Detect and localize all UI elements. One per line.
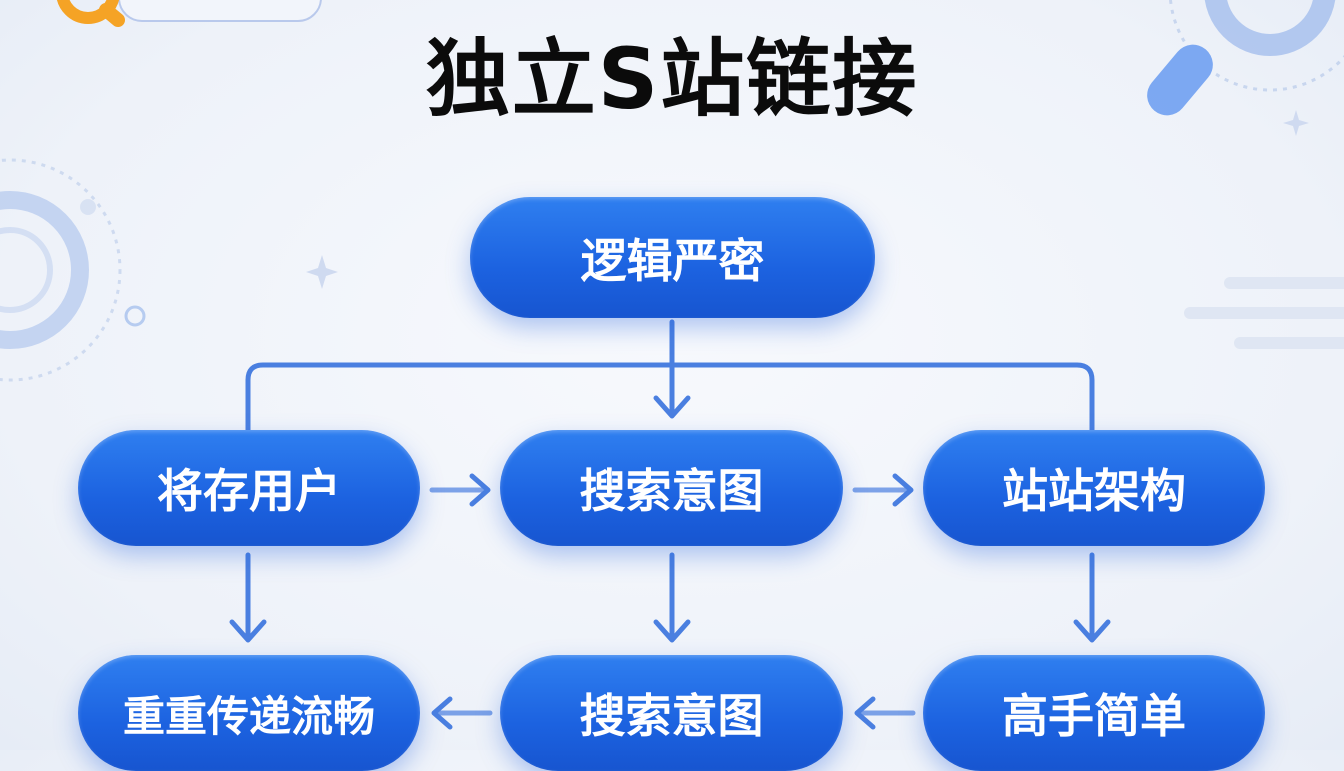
lines-decoration: [1184, 277, 1344, 349]
arrow-right-1: [429, 473, 491, 507]
connectors: [229, 319, 1111, 730]
node-row2-3: 高手简单: [923, 655, 1265, 771]
decorations: [0, 0, 1344, 382]
node-row2-1: 重重传递流畅: [78, 655, 420, 771]
sparkle-icon: [306, 110, 1309, 289]
node-top: 逻辑严密: [470, 197, 875, 318]
gear-right-icon: [1147, 0, 1344, 116]
page-title: 独立S站链接: [425, 30, 919, 128]
node-row2-2: 搜索意图: [500, 655, 843, 771]
arrow-down-right: [1073, 552, 1111, 643]
arrow-left-1: [431, 696, 493, 730]
node-row1-1: 将存用户: [78, 430, 420, 546]
arrow-right-2: [852, 473, 914, 507]
arrow-down-left: [229, 552, 267, 643]
node-row1-2: 搜索意图: [500, 430, 843, 546]
magnifier-icon: [57, 0, 125, 27]
arrow-left-2: [854, 696, 916, 730]
gear-left-icon: [0, 158, 146, 382]
node-row1-3: 站站架构: [923, 430, 1265, 546]
arrow-down-mid: [653, 552, 691, 643]
arrow-down-top: [653, 319, 691, 419]
